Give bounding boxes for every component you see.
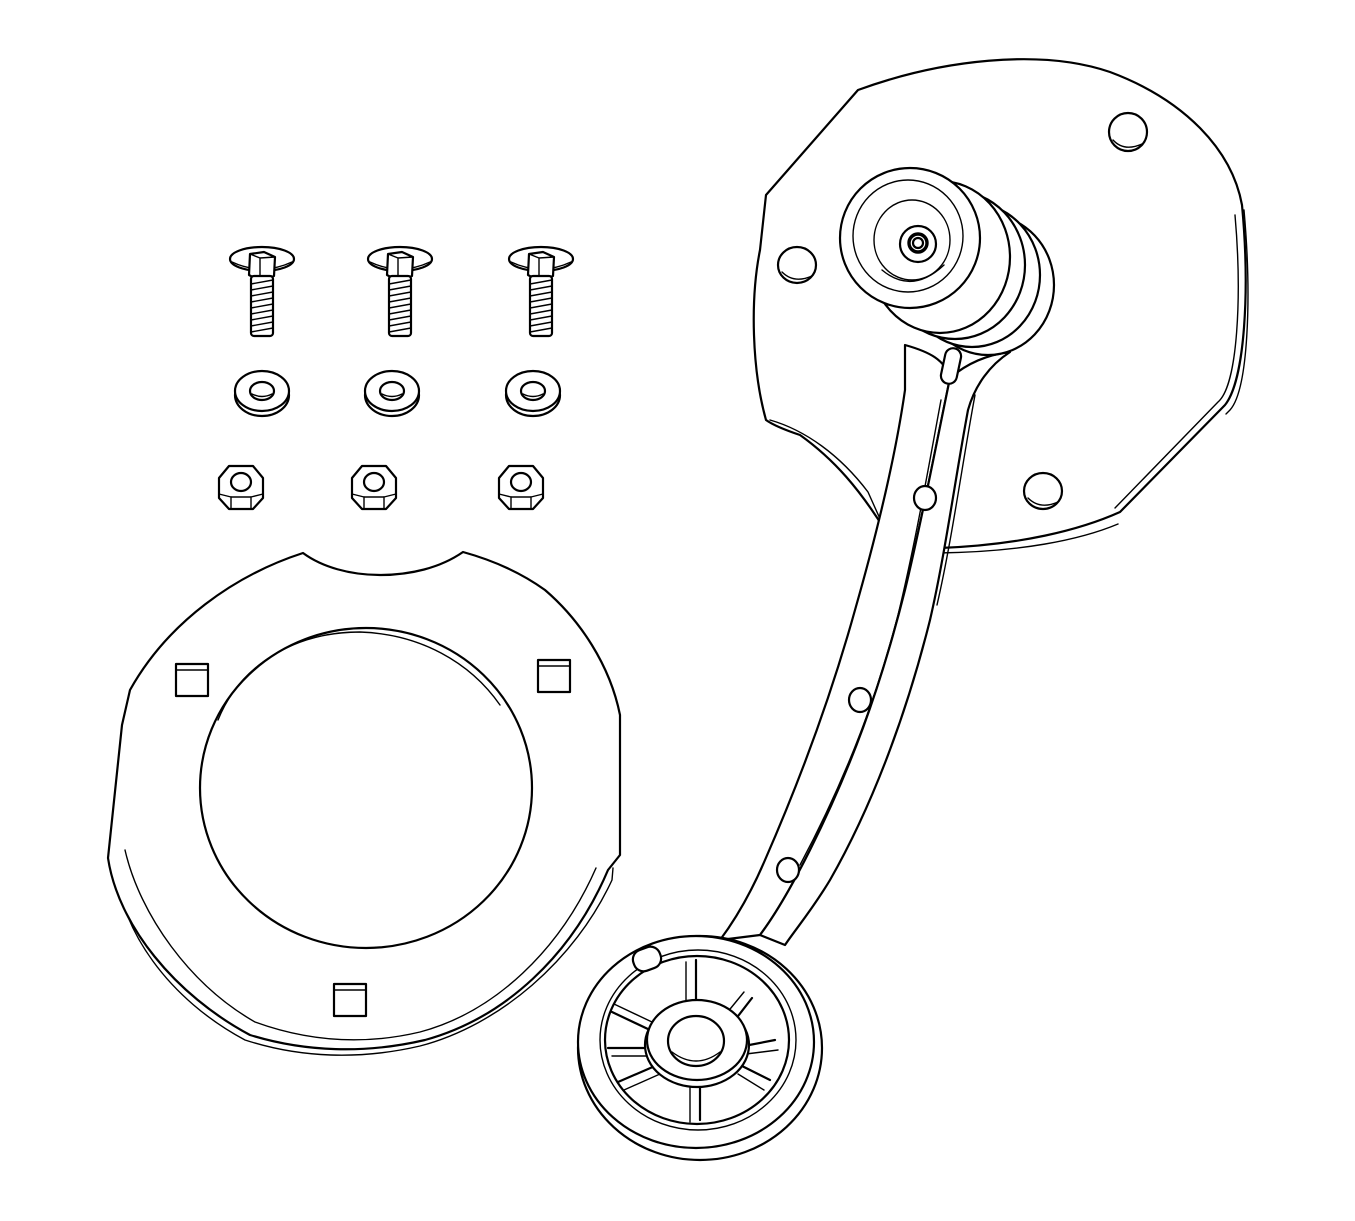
square-slot <box>332 982 368 1018</box>
carriage-bolts <box>228 245 575 338</box>
belt-hole <box>847 686 873 714</box>
flat-washer <box>363 369 421 418</box>
hex-nuts <box>217 464 545 511</box>
hex-nut <box>497 464 545 511</box>
carriage-bolt <box>507 245 575 338</box>
mounting-hole <box>1107 111 1149 153</box>
belt-tab <box>631 945 663 973</box>
mounting-plate <box>106 550 622 1056</box>
mounting-hole <box>1022 471 1064 511</box>
square-slot <box>536 658 572 694</box>
flat-washer <box>504 369 562 418</box>
hex-nut <box>350 464 398 511</box>
square-slot <box>174 662 210 698</box>
carriage-bolt <box>366 245 434 338</box>
flat-washer <box>233 369 291 418</box>
mounting-hole <box>776 245 818 285</box>
belt-slot <box>939 347 963 385</box>
hex-nut <box>217 464 265 511</box>
flat-washers <box>233 369 562 418</box>
carriage-bolt <box>228 245 296 338</box>
belt-hole <box>912 484 938 512</box>
belt-hole <box>775 856 801 884</box>
drive-pulley <box>838 166 1056 357</box>
drive-belt <box>718 343 1012 947</box>
idler-pulley <box>576 934 824 1162</box>
